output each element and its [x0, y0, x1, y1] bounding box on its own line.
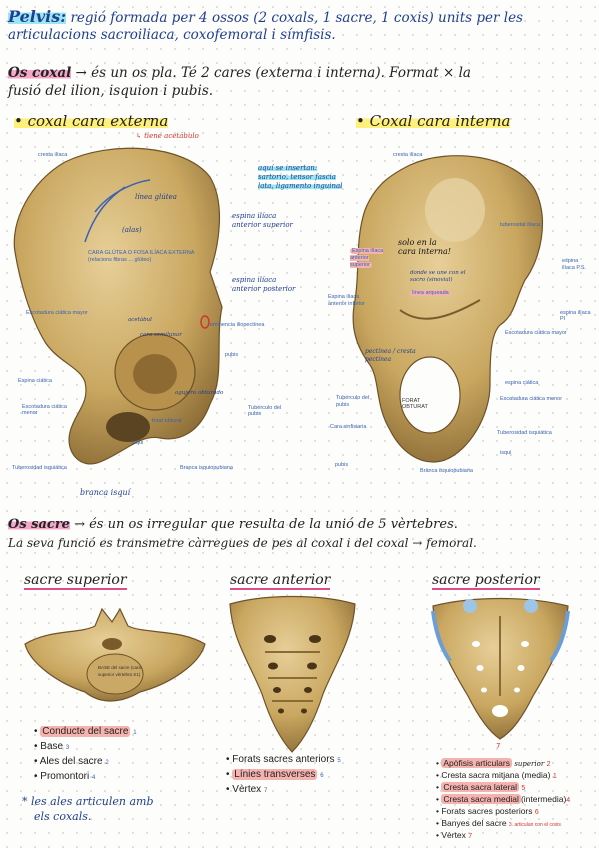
ext-label-agujero: agujero obturado: [175, 390, 224, 396]
list-item: • Banyes del sacre 3. articulan con el c…: [436, 818, 561, 828]
coxal-external-illustration: [13, 147, 223, 465]
list-item: • Base 3: [34, 741, 70, 752]
list-item: • Forats sacres anteriors 5: [226, 754, 341, 765]
pelvis-line1: regió formada per 4 ossos (2 coxals, 1 s…: [70, 10, 523, 26]
list-item: • Ales del sacre 2: [34, 756, 109, 767]
ext-label-esp-ant-sup: espina ilíaca anterior superior: [232, 212, 293, 229]
sacre-sup-note: * les ales articulen amb els coxals.: [22, 795, 154, 823]
sacre-ant-list: • Forats sacres anteriors 5 • Línies tra…: [226, 754, 366, 804]
pelvis-line2: articulacions sacroiliaca, coxofemoral i…: [8, 27, 336, 43]
int-label-isqui: isqui: [500, 450, 512, 456]
int-label-esp-ant-sup: Espina ilíaca anterior superior: [350, 248, 384, 268]
sacre-ant-title: sacre anterior: [230, 572, 331, 590]
int-label-escot-men: Escotadura ciática menor: [500, 396, 563, 402]
list-item: • Forats sacres posteriors 6: [436, 806, 539, 816]
sacre-term: Os sacre: [8, 517, 70, 532]
ext-label-escot-may: Escotadura ciática mayor: [26, 310, 88, 316]
list-item: • Vèrtex 7: [436, 830, 473, 840]
ext-label-cresta: cresta ilíaca: [38, 152, 68, 158]
coxal-int-title: • Coxal cara interna: [356, 112, 511, 130]
list-item: • Apòfisis articulars superior 2: [436, 758, 551, 768]
int-label-esp-pi: espina ilíaca PI: [560, 310, 591, 322]
int-label-esp-ant-inf: Espina ilíaca anterior inferior: [328, 294, 365, 307]
int-label-esp-ps: espina ilíaca P.S.: [562, 258, 587, 271]
list-item: • Vèrtex 7: [226, 784, 268, 795]
int-label-pectinea: pectínea / cresta pectínea: [365, 348, 416, 363]
sacre-posterior-illustration: [431, 597, 570, 740]
int-label-cara-sinf: Cara sinfisiaria: [330, 424, 367, 430]
int-label-donde: donde se une con el sacro (sinovial): [410, 270, 466, 283]
sacre-line1: → és un os irregular que resulta de la u…: [74, 517, 458, 532]
int-label-escot-may: Escotadura ciática mayor: [505, 330, 567, 336]
ext-label-alas: (alas): [122, 226, 142, 234]
int-label-tuberc: Tubérculo del pubis: [336, 395, 370, 408]
ext-label-cara: CARA GLÚTEA O FOSA ILÍACA EXTERNA (relac…: [88, 250, 195, 263]
ext-label-forat: forat obturat: [152, 418, 182, 424]
list-item: • Conducte del sacre 1: [34, 726, 137, 737]
ext-label-tuberc: Tubérculo del pubis: [248, 405, 282, 417]
ext-label-linea: línea glútea: [135, 193, 177, 201]
ext-label-semilunar: cara semilunar: [140, 332, 182, 338]
sacre-line2: La seva funció es transmetre càrregues d…: [8, 536, 477, 550]
list-item: • Línies transverses 6: [226, 769, 324, 780]
coxal-ext-subtitle: ↳ tiene acetábulo: [136, 132, 199, 140]
ext-label-isqui: isqui: [132, 440, 144, 446]
int-label-pubis: pubis: [335, 462, 349, 468]
int-label-esp-ciat: espina ciática: [505, 380, 539, 386]
sacre-sup-img-label: BASE del sacre (cara superior vèrtebra S…: [98, 665, 142, 677]
int-label-aqui: aquí se insertan: sartorio, tensor fasci…: [258, 164, 343, 190]
int-label-solo: solo en la cara interna!: [398, 238, 452, 256]
ext-label-tub-isq: Tuberosidad isquiática: [12, 465, 67, 471]
list-item: • Cresta sacra medial(intermedia)4: [436, 794, 571, 804]
int-label-tuberositat: tuberositat ilíaca: [500, 222, 541, 228]
coxal-internal-illustration: [352, 155, 543, 463]
int-label-cresta: cresta ilíaca: [393, 152, 423, 158]
ext-label-esp-ant-post: espina ilíaca anterior posterior: [232, 276, 296, 293]
list-item: • Cresta sacra mitjana (media) 1: [436, 770, 557, 780]
sacre-post-list: • Apòfisis articulars superior 2 • Crest…: [436, 758, 596, 843]
pelvis-definition: Pelvis: regió formada per 4 ossos (2 cox…: [8, 7, 593, 44]
sacre-sup-title: sacre superior: [24, 572, 127, 590]
list-item: • Promontori 4: [34, 771, 96, 782]
coxal-line1: → és un os pla. Té 2 cares (externa i in…: [75, 65, 471, 81]
coxal-definition: Os coxal → és un os pla. Té 2 cares (ext…: [8, 64, 593, 100]
ext-label-escot-men: Escotadura ciática menor: [22, 404, 67, 416]
int-label-tub-isq: Tuberosidad isquiática: [497, 430, 552, 436]
sacre-anterior-illustration: [229, 595, 356, 753]
coxal-line2: fusió del ilion, isquion i pubis.: [8, 83, 214, 99]
int-label-forat: FORAT OBTURAT: [402, 398, 428, 410]
int-label-branca: Branca isquiopubiana: [420, 468, 473, 474]
pelvis-term: Pelvis:: [8, 7, 67, 26]
sacre-post-title: sacre posterior: [432, 572, 540, 590]
int-label-linea-arq: línea arqueada: [410, 290, 451, 296]
ext-label-esp-ciat: Espina ciática: [18, 378, 52, 384]
list-item: • Cresta sacra lateral 5: [436, 782, 526, 792]
ext-label-pubis: pubis: [225, 352, 239, 358]
ext-label-acetabul: acetàbul: [128, 317, 152, 323]
ext-label-eminencia: eminencia iliopectínea: [210, 322, 265, 328]
sacre-sup-list: • Conducte del sacre 1 • Base 3 • Ales d…: [34, 726, 224, 796]
coxal-term: Os coxal: [8, 65, 72, 81]
ext-label-branca-iq: Branca isquiopubiana: [180, 465, 233, 471]
coxal-ext-title: • coxal cara externa: [14, 112, 169, 130]
sacre-definition: Os sacre → és un os irregular que result…: [8, 516, 598, 553]
ext-label-branca-isq: branca isquí: [80, 488, 131, 497]
sacre-post-img-num: 7: [496, 742, 501, 750]
sacre-superior-illustration: [24, 607, 206, 702]
